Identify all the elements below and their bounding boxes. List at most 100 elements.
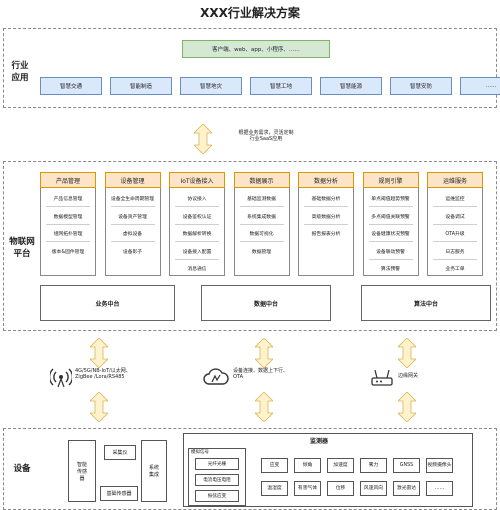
sensor-1-5: GNSS xyxy=(393,458,420,473)
iot-item: 设备全生命周期管理 xyxy=(110,197,155,202)
iot-column-head-1: 产品管理 xyxy=(40,172,96,188)
device-connection-note: 设备连接、数据上下行、 OTA xyxy=(233,368,333,380)
double-arrow xyxy=(255,338,273,368)
router-icon xyxy=(371,369,393,386)
industry-app-2: 智能制造 xyxy=(110,77,172,95)
iot-item: 高级数据分析 xyxy=(311,214,341,220)
platform-box-2: 数据中台 xyxy=(201,285,331,321)
iot-item-divider xyxy=(368,223,413,225)
sensor-2-4: 风速风向 xyxy=(360,481,387,496)
iot-column-3: 协议接入设备鉴权认证数据解析转换设备接入配置消息通信 xyxy=(169,172,225,276)
edge-gateway-label: 边缘网关 xyxy=(398,373,419,379)
iot-label-line1: 物联网 xyxy=(9,237,35,247)
iot-item: 组网拓扑管理 xyxy=(53,232,83,237)
sensor-1-4: 雾力 xyxy=(360,458,387,473)
iot-item-divider xyxy=(433,223,477,225)
industry-app-7: …… xyxy=(460,77,500,95)
iot-item-divider xyxy=(433,206,477,207)
sensor-1-2: 倾角 xyxy=(294,458,321,473)
iot-item: 设备联动预警 xyxy=(376,249,405,255)
iot-item: 报告报表分析 xyxy=(311,232,341,237)
system-integration-text: 系统集成 xyxy=(148,465,159,478)
iot-item: 设备影子 xyxy=(122,249,143,255)
basic-sensor-box: 基础传感器 xyxy=(100,486,138,501)
iot-item-divider xyxy=(175,206,219,207)
industry-app-1: 智慧交通 xyxy=(40,77,102,95)
device-label: 设备 xyxy=(13,464,31,474)
sensor-2-1: 温湿度 xyxy=(261,481,288,496)
double-arrow xyxy=(90,392,108,422)
double-arrow xyxy=(255,392,273,422)
iot-item: 协议接入 xyxy=(187,197,207,202)
iot-column-head-7: 运维服务 xyxy=(427,172,483,188)
iot-item: 数据管理 xyxy=(251,249,272,255)
platform-box-3: 算法中台 xyxy=(361,285,491,321)
industry-app-6: 智慧安防 xyxy=(390,77,452,95)
iot-item-divider xyxy=(175,258,219,260)
iot-item: 产品信息管理 xyxy=(53,197,83,202)
iot-item: 系统集成数据 xyxy=(247,214,276,220)
iot-item: 算法预警 xyxy=(380,267,401,272)
iot-item: 单点阈值趋势预警 xyxy=(371,197,410,202)
analog-item-1: 光纤光栅 xyxy=(195,458,239,470)
double-arrow-top xyxy=(194,124,212,154)
sensor-2-3: 位移 xyxy=(327,481,354,496)
iot-item-divider xyxy=(110,223,155,225)
iot-item-divider xyxy=(46,206,90,207)
iot-column-4: 基础监测数据系统集成数据数据可视化数据管理 xyxy=(233,172,290,276)
iot-item-divider xyxy=(239,223,284,225)
iot-column-head-6: 规则引擎 xyxy=(362,172,419,188)
analog-item-2: 电流电压电阻 xyxy=(195,474,239,486)
double-arrow xyxy=(90,338,108,368)
collector-box: 采集仪 xyxy=(104,445,136,460)
analog-item-3: 振弦应变 xyxy=(195,490,239,502)
iot-item: 业务工单 xyxy=(445,267,465,272)
iot-item: 设备调试 xyxy=(445,214,465,220)
middle-note: 根据业务需求，灵活定制 行业SaaS应用 xyxy=(216,130,316,142)
iot-item: OTA升级 xyxy=(445,232,465,237)
iot-item-divider xyxy=(46,223,90,225)
smart-sensor-box: 智能传感器 xyxy=(68,440,96,502)
iot-item-divider xyxy=(304,206,348,207)
iot-item-divider xyxy=(239,206,284,207)
iot-item: 虚拟设备 xyxy=(122,232,143,237)
iot-item-divider xyxy=(239,241,284,242)
smart-sensor-text: 智能传感器 xyxy=(76,461,87,482)
client-channels-box: 客户端、web、app、小程序、…… xyxy=(182,40,330,58)
sensor-2-2: 有害气体 xyxy=(294,481,321,496)
iot-item-divider xyxy=(433,241,477,242)
iot-section xyxy=(3,161,497,331)
device-connection-line2: OTA xyxy=(233,374,244,380)
industry-app-5: 智慧能源 xyxy=(320,77,382,95)
page-title: XXX行业解决方案 xyxy=(200,6,300,20)
iot-item: 消息通信 xyxy=(187,267,207,272)
iot-item: 日志服务 xyxy=(445,249,465,255)
iot-item: 多点阈值关联预警 xyxy=(371,214,410,220)
iot-item: 设备鉴权认证 xyxy=(182,214,212,220)
iot-item: 设备健康状况预警 xyxy=(371,232,410,237)
industry-label-line1: 行业 xyxy=(11,61,29,71)
iot-item: 设备接入配置 xyxy=(182,249,212,255)
iot-item-divider xyxy=(46,241,90,242)
industry-label-line2: 应用 xyxy=(11,73,29,83)
iot-column-6: 单点阈值趋势预警多点阈值关联预警设备健康状况预警设备联动预警算法预警 xyxy=(362,172,419,276)
iot-label-line2: 平台 xyxy=(13,249,31,259)
industry-app-3: 智慧地灾 xyxy=(180,77,242,95)
iot-item: 运维监控 xyxy=(445,197,465,202)
platform-box-1: 业务中台 xyxy=(40,285,175,321)
sensor-1-6: 视频摄像头 xyxy=(426,458,453,473)
iot-column-1: 产品信息管理数据模型管理组网拓扑管理版本&固件管理 xyxy=(40,172,96,276)
iot-item-divider xyxy=(368,241,413,242)
sensor-2-6: …… xyxy=(426,481,453,496)
iot-column-7: 运维监控设备调试 OTA升级日志服务业务工单 xyxy=(427,172,483,276)
signal-tower-icon xyxy=(50,368,72,388)
network-protocols: 4G/5G/NB-IoT/以太网、 ZigBee /Lora/RS485 xyxy=(75,368,185,380)
middle-note-line1: 根据业务需求，灵活定制 xyxy=(238,130,294,136)
iot-item: 数据解析转换 xyxy=(182,232,212,237)
iot-item: 数据可视化 xyxy=(249,232,274,237)
network-protocols-line2: ZigBee /Lora/RS485 xyxy=(75,374,125,380)
industry-app-4: 智慧工地 xyxy=(250,77,312,95)
iot-item: 版本&固件管理 xyxy=(51,249,85,255)
double-arrow xyxy=(398,338,416,368)
iot-item-divider xyxy=(433,258,477,260)
